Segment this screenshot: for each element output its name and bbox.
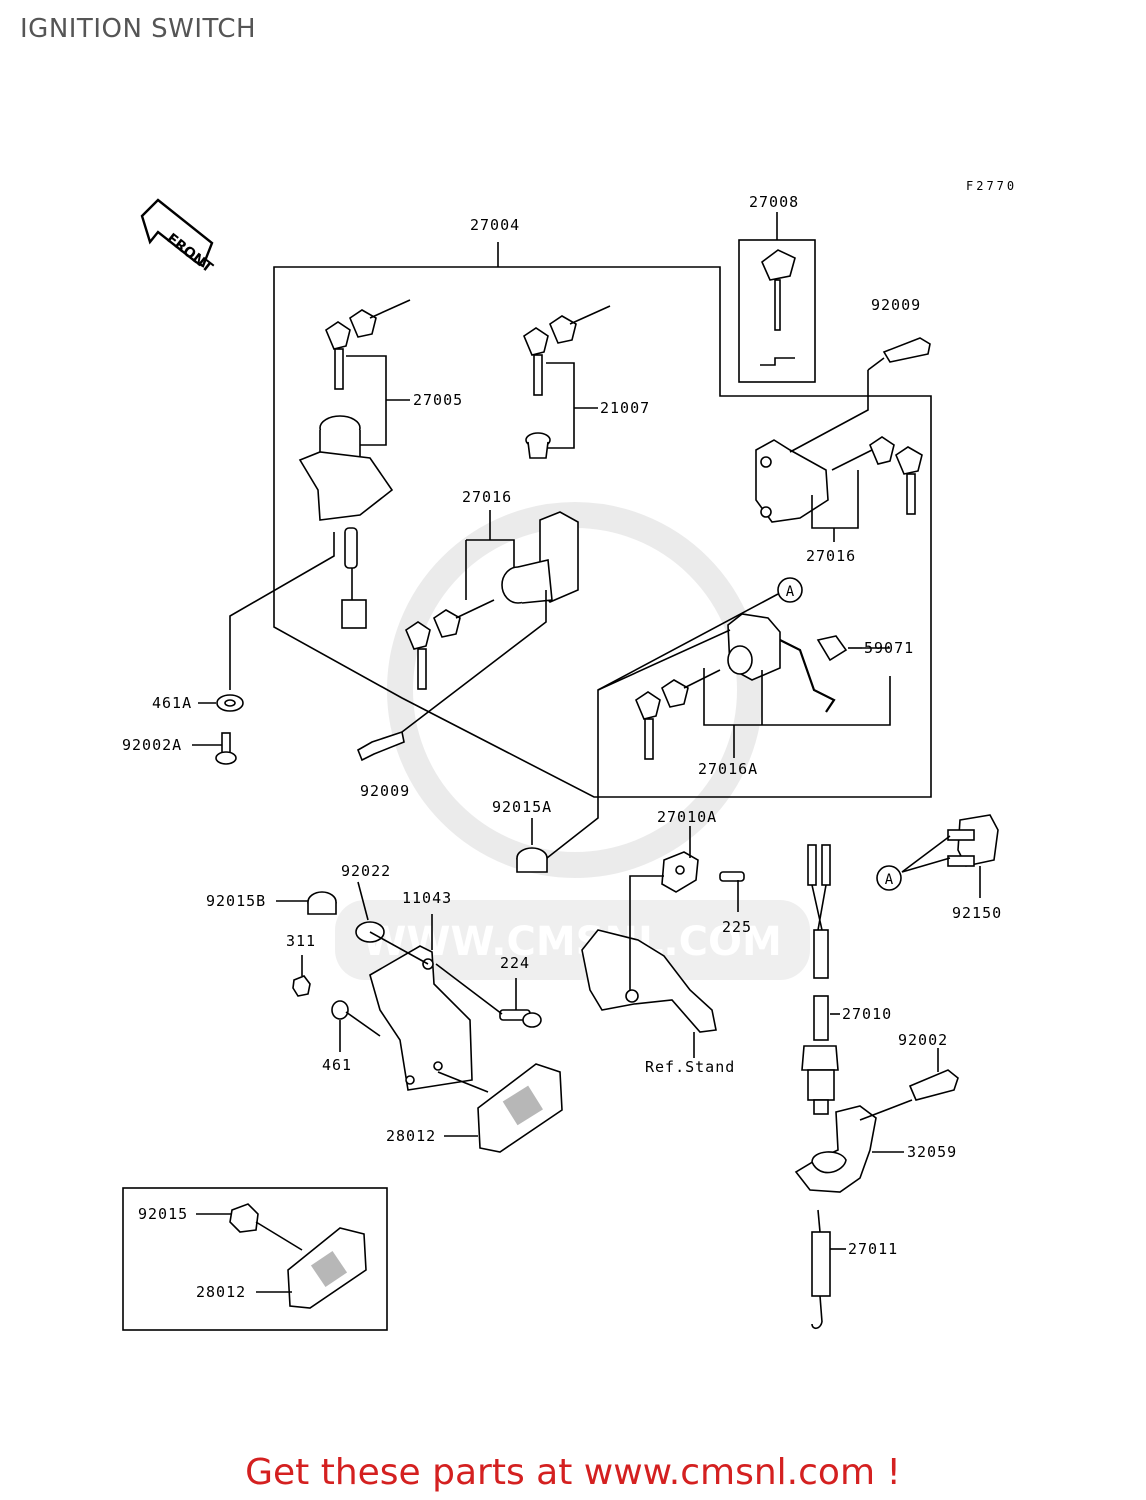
key-set-27016-mid (405, 599, 495, 690)
bracket-32059 (794, 1105, 877, 1193)
label-311: 311 (286, 932, 316, 950)
spring-27011 (811, 1209, 831, 1330)
ref-marker-a-2: A (876, 865, 902, 891)
kit-outline-27004 (273, 242, 932, 798)
label-32059: 32059 (907, 1143, 957, 1161)
label-225: 225 (722, 918, 752, 936)
lock-27016A (727, 613, 836, 713)
label-59071: 59071 (864, 639, 914, 657)
page-title: IGNITION SWITCH (20, 14, 257, 44)
label-461A: 461A (152, 694, 192, 712)
label-27016-mid: 27016 (462, 488, 512, 506)
label-11043: 11043 (402, 889, 452, 907)
key-set-27016-right (831, 436, 923, 515)
label-92015A: 92015A (492, 798, 552, 816)
key-set-21007 (523, 305, 611, 396)
label-28012-inset: 28012 (196, 1283, 246, 1301)
label-92009-bottom: 92009 (360, 782, 410, 800)
clip-59071 (816, 635, 862, 662)
label-92150: 92150 (952, 904, 1002, 922)
label-224: 224 (500, 954, 530, 972)
bolt-92002A (215, 732, 237, 765)
figure-code: F2770 (966, 179, 1017, 193)
key-set-27016A (635, 669, 721, 760)
bolt-92002 (908, 1069, 959, 1101)
label-461: 461 (322, 1056, 352, 1074)
washer-461A (216, 694, 244, 712)
washer-461 (331, 1000, 349, 1020)
screw-225 (719, 871, 745, 882)
label-27010: 27010 (842, 1005, 892, 1023)
label-ref-stand: Ref.Stand (645, 1058, 735, 1076)
key-set-27005 (325, 299, 411, 390)
label-28012-main: 28012 (386, 1127, 436, 1145)
part-labels: 27004 27008 92009 27005 21007 27016 2701… (122, 193, 1002, 1301)
seat-lock-27016-mid (501, 511, 579, 604)
label-92015B: 92015B (206, 892, 266, 910)
bolts-92150 (947, 814, 999, 867)
leader-lines (192, 355, 981, 1293)
label-92002: 92002 (898, 1031, 948, 1049)
label-27008: 27008 (749, 193, 799, 211)
ref-marker-a-2-label: A (885, 872, 894, 888)
label-27016-right: 27016 (806, 547, 856, 565)
nut-311 (292, 975, 311, 997)
ref-stand-bracket (581, 929, 717, 1033)
label-92015: 92015 (138, 1205, 188, 1223)
label-27005: 27005 (413, 391, 463, 409)
ignition-switch-body (298, 415, 394, 629)
screw-92009-bottom (356, 730, 405, 762)
label-21007: 21007 (600, 399, 650, 417)
label-92022: 92022 (341, 862, 391, 880)
bolt-224 (499, 1009, 542, 1028)
bracket-11043 (369, 945, 473, 1091)
label-27016A: 27016A (698, 760, 758, 778)
reflector-28012-main (477, 1063, 563, 1153)
switch-27010A (661, 851, 699, 893)
label-92002A: 92002A (122, 736, 182, 754)
nut-92015A (516, 847, 548, 873)
front-arrow-icon: FRONT (140, 198, 216, 276)
screw-92009-top (882, 337, 931, 363)
lock-screw-21007 (525, 432, 551, 459)
label-92009-top: 92009 (871, 296, 921, 314)
footer-banner-link[interactable]: Get these parts at www.cmsnl.com ! (245, 1452, 901, 1493)
switch-27010-cable (801, 844, 839, 1115)
helmet-lock-27016-right (755, 439, 829, 523)
label-27010A: 27010A (657, 808, 717, 826)
label-27004: 27004 (470, 216, 520, 234)
ref-marker-a-1-label: A (786, 584, 795, 600)
ref-marker-a-1: A (777, 577, 803, 603)
nut-92015B (307, 891, 337, 915)
key-blank-box (738, 212, 816, 383)
inset-box (122, 1187, 388, 1331)
label-27011: 27011 (848, 1240, 898, 1258)
